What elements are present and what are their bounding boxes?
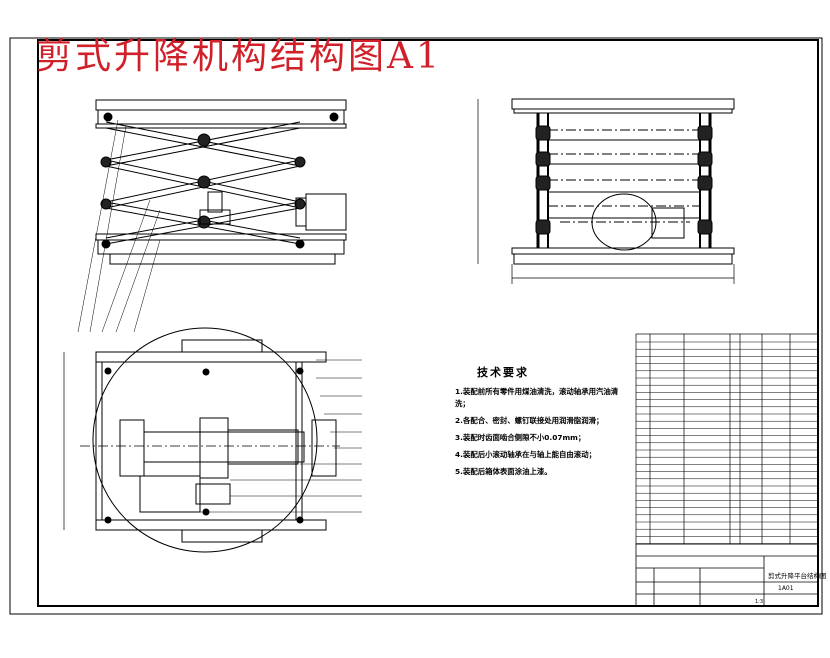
- side-view: [477, 98, 735, 284]
- drawing-title: 剪式升降机构结构图A1: [36, 36, 442, 77]
- requirement-item: 2.各配合、密封、螺钉联接处用润滑脂润滑；: [455, 416, 604, 425]
- technical-requirements: 技术要求 1.装配前所有零件用煤油清洗，滚动轴承用汽油清洗； 2.各配合、密封、…: [455, 364, 625, 483]
- drawing-number: 1A01: [778, 585, 794, 592]
- parts-list-rows: [636, 341, 818, 544]
- technical-requirements-heading: 技术要求: [477, 366, 529, 379]
- drawing-scale: 1:3: [755, 599, 763, 605]
- requirement-item: 1.装配前所有零件用煤油清洗，滚动轴承用汽油清洗；: [455, 387, 619, 408]
- inner-border: [37, 39, 819, 607]
- title-block: [635, 543, 819, 607]
- front-view: [95, 99, 347, 265]
- drawing-name: 剪式升降平台结构图: [768, 571, 827, 580]
- parts-list: [635, 333, 819, 545]
- outer-border: [9, 37, 823, 615]
- requirement-item: 5.装配后箱体表面涂油上漆。: [455, 467, 552, 476]
- requirement-item: 3.装配时齿面啮合侧隙不小0.07mm；: [455, 433, 586, 442]
- requirement-item: 4.装配后小滚动轴承在与轴上能自由滚动；: [455, 450, 596, 459]
- top-view: [63, 119, 362, 553]
